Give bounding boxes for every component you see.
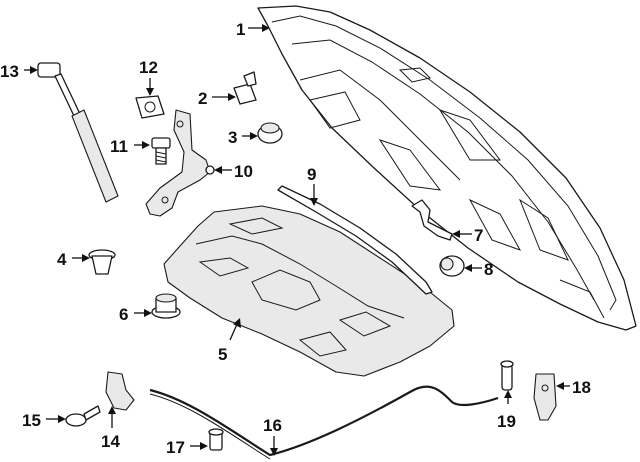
callout-label-14: 14 [101, 432, 120, 451]
callout-12: 12 [139, 58, 158, 96]
callout-label-17: 17 [166, 438, 185, 457]
callout-label-9: 9 [307, 165, 316, 184]
callout-label-15: 15 [22, 411, 41, 430]
callout-label-8: 8 [484, 260, 493, 279]
callout-3: 3 [228, 128, 258, 147]
callout-label-1: 1 [236, 20, 245, 39]
hood-latch [533, 373, 557, 421]
callout-label-6: 6 [119, 305, 128, 324]
cable-pin [208, 428, 224, 451]
callout-9: 9 [307, 165, 318, 206]
callout-label-4: 4 [57, 250, 67, 269]
hinge-bolt [151, 137, 171, 165]
callout-label-5: 5 [218, 345, 227, 364]
hood-support-strut [37, 62, 119, 203]
callout-19: 19 [497, 390, 516, 431]
callout-7: 7 [452, 226, 483, 245]
callout-label-2: 2 [198, 89, 207, 108]
callout-5: 5 [218, 318, 241, 364]
callout-label-13: 13 [0, 62, 19, 81]
retainer-clip [88, 249, 116, 275]
hood-insulator [163, 205, 455, 377]
bumper-cap [439, 255, 465, 277]
callout-label-16: 16 [263, 416, 282, 435]
hood-hinge [145, 109, 215, 217]
callout-label-18: 18 [572, 378, 591, 397]
callout-14: 14 [101, 406, 120, 451]
callout-label-11: 11 [110, 137, 128, 156]
callout-label-19: 19 [497, 412, 516, 431]
callout-label-3: 3 [228, 128, 237, 147]
hood-bumper [257, 122, 283, 144]
release-cable [149, 385, 499, 460]
grommet-part [135, 95, 165, 119]
callout-1: 1 [236, 20, 270, 39]
callout-17: 17 [166, 438, 208, 457]
insulator-retainer [151, 293, 181, 319]
callout-6: 6 [119, 305, 152, 324]
callout-label-12: 12 [139, 58, 158, 77]
callout-11: 11 [110, 137, 150, 156]
callout-label-10: 10 [234, 162, 253, 181]
callout-8: 8 [464, 260, 493, 279]
callout-15: 15 [22, 411, 66, 430]
callout-10: 10 [214, 162, 253, 181]
callout-4: 4 [57, 250, 90, 269]
release-handle [105, 371, 135, 411]
callout-2: 2 [198, 89, 236, 108]
push-pin [233, 71, 257, 105]
callout-13: 13 [0, 62, 38, 81]
callout-18: 18 [556, 378, 591, 397]
hood-panel [257, 5, 637, 331]
striker-pin [500, 360, 514, 391]
callout-16: 16 [263, 416, 282, 456]
handle-bolt [65, 405, 101, 427]
callout-label-7: 7 [474, 226, 483, 245]
